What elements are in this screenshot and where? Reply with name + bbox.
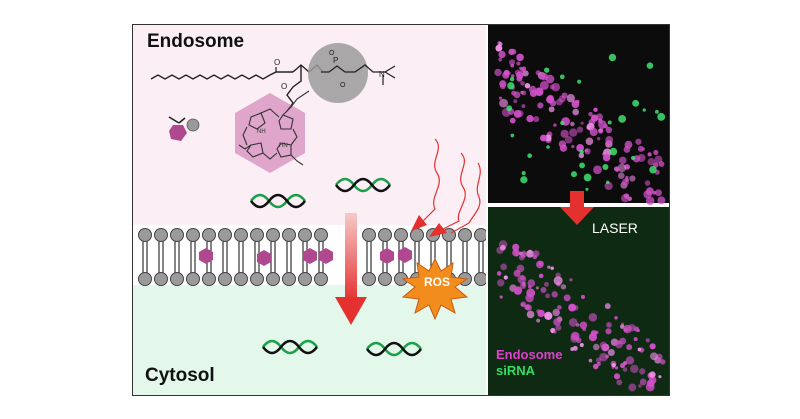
- cytosol-label: Cytosol: [145, 365, 215, 386]
- figure: O O P O O N: [132, 24, 670, 396]
- endosome-puncta-before: [494, 41, 666, 206]
- endosome-puncta-after: [496, 240, 666, 392]
- photosensitizer-hexagon: [235, 93, 305, 173]
- schematic-drawing: O O P O O N: [133, 25, 486, 395]
- endosome-region: [133, 25, 486, 225]
- lipid-tail: [150, 71, 293, 80]
- sirna-cytosol-1: [261, 339, 319, 355]
- porphyrin-structure: [238, 90, 310, 166]
- microscopy-panel: LASER Endosome siRNA: [488, 25, 669, 395]
- schematic-panel: O O P O O N: [133, 25, 486, 395]
- microscopy-images: [488, 25, 669, 395]
- ros-label: ROS: [424, 275, 451, 289]
- laser-arrowhead-1: [411, 215, 427, 231]
- laser-rays: [422, 138, 481, 234]
- svg-text:O: O: [281, 82, 287, 91]
- membrane-photosensitizers: [199, 247, 412, 266]
- release-arrow: [335, 213, 367, 325]
- legend-sirna: siRNA: [496, 363, 536, 378]
- svg-text:P: P: [333, 56, 338, 65]
- ros-burst: [401, 257, 469, 321]
- svg-text:NH: NH: [257, 129, 266, 135]
- image-after-laser: [488, 207, 669, 395]
- sirna-cytosol-2: [365, 341, 423, 357]
- svg-text:N: N: [379, 70, 385, 79]
- lipid-sn2-chain: [286, 65, 302, 112]
- lipid-conjugate-icon: [168, 116, 200, 141]
- laser-arrow: [560, 191, 594, 225]
- svg-text:O: O: [340, 82, 346, 89]
- sirna-endosome-1: [249, 193, 307, 209]
- legend-endosome: Endosome: [496, 347, 563, 362]
- svg-text:HN: HN: [279, 143, 288, 149]
- endosome-label: Endosome: [147, 31, 245, 52]
- svg-text:O: O: [329, 50, 335, 57]
- sirna-endosome-2: [334, 177, 392, 193]
- laser-arrowhead-2: [429, 223, 447, 237]
- laser-label: LASER: [592, 220, 638, 236]
- svg-text:O: O: [274, 58, 280, 67]
- lipid-headgroup: [308, 43, 368, 103]
